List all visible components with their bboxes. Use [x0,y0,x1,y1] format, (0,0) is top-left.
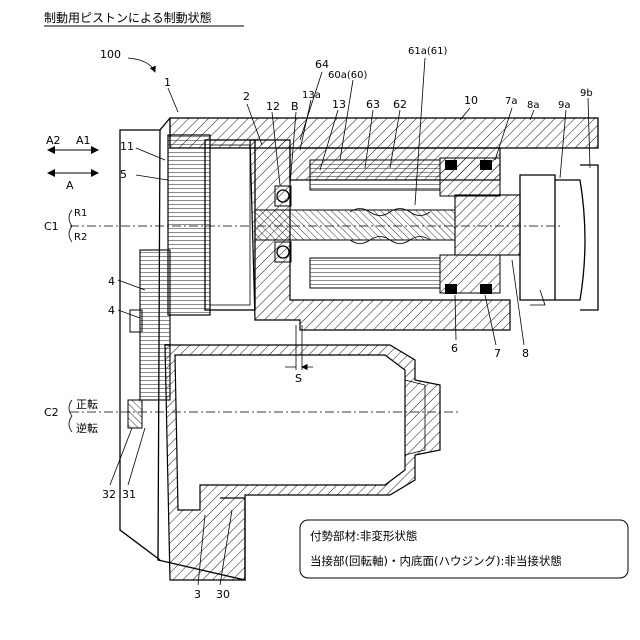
label-64: 64 [315,58,329,71]
label-4-lower: 4 [108,304,115,317]
label-s: S [295,372,302,385]
label-63: 63 [366,98,380,111]
label-5: 5 [120,168,127,181]
label-reverse: 逆転 [76,421,98,435]
label-9a: 9a [558,100,571,111]
note-line-2: 当接部(回転軸)・内底面(ハウジング):非当接状態 [310,554,562,568]
label-7a: 7a [505,96,518,107]
label-forward: 正転 [76,398,98,411]
piston-assembly [250,140,520,330]
label-a2: A2 [46,134,61,147]
label-32: 32 [102,488,116,501]
label-8: 8 [522,347,529,360]
rotation-forward-mark [69,400,72,416]
label-8a: 8a [527,100,540,111]
label-1: 1 [164,76,171,89]
label-61a: 61a(61) [408,46,447,57]
label-r1: R1 [74,208,87,219]
label-9b: 9b [580,88,593,99]
label-4-upper: 4 [108,275,115,288]
direction-arrows [48,150,98,173]
rotation-reverse-mark [69,416,72,432]
label-3: 3 [194,588,201,601]
label-10: 10 [464,94,478,107]
label-a: A [66,179,74,192]
rotation-r2-mark [69,226,72,242]
label-13: 13 [332,98,346,111]
rotation-r1-mark [69,210,72,226]
label-100: 100 [100,48,121,61]
label-13a: 13a [302,90,321,101]
label-60a: 60a(60) [328,70,367,81]
label-62: 62 [393,98,407,111]
label-a1: A1 [76,134,91,147]
label-c2: C2 [44,406,59,419]
label-r2: R2 [74,232,87,243]
page-title: 制動用ピストンによる制動状態 [44,10,212,25]
label-30: 30 [216,588,230,601]
label-2: 2 [243,90,250,103]
label-b: B [291,100,299,113]
label-6: 6 [451,342,458,355]
label-7: 7 [494,347,501,360]
caliper-parts [520,165,598,310]
label-11: 11 [120,140,134,153]
label-12: 12 [266,100,280,113]
label-31: 31 [122,488,136,501]
label-c1: C1 [44,220,59,233]
note-line-1: 付勢部材:非変形状態 [310,529,417,543]
